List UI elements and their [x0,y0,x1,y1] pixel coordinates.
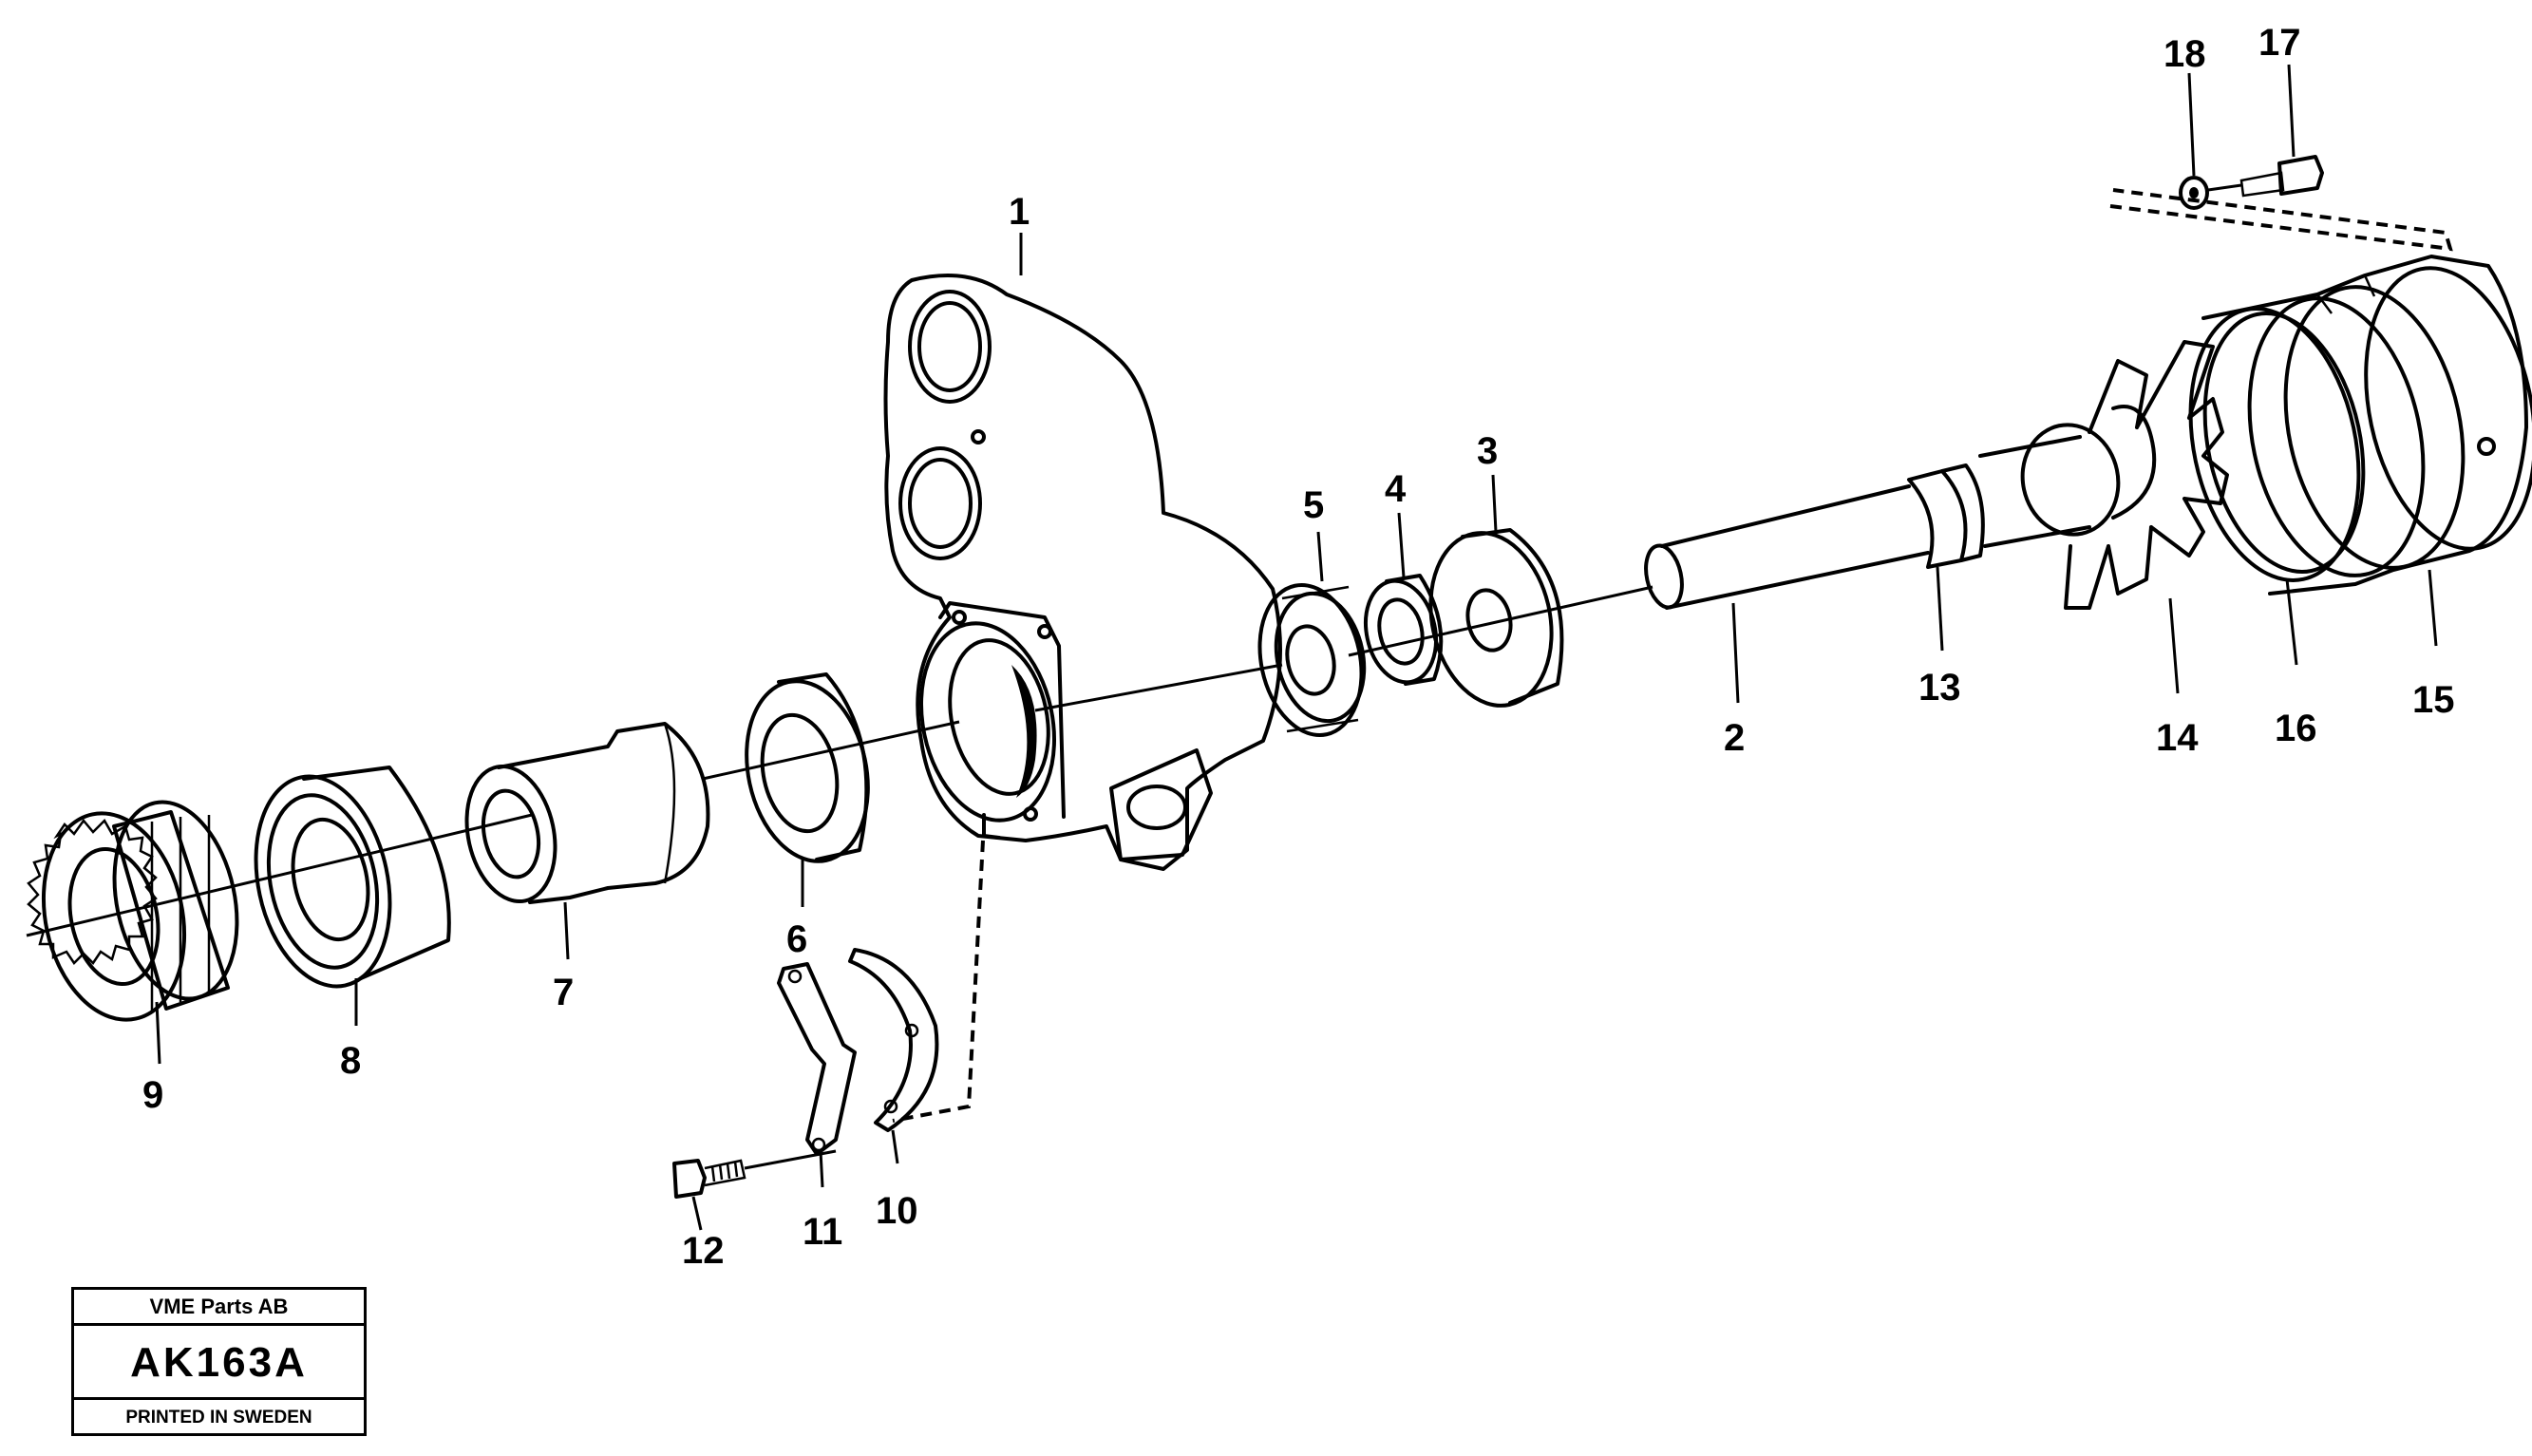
part-2-shaft [1644,484,1930,610]
part-14-impeller [1978,340,2229,610]
part-13-shaft-collar [1907,463,1985,569]
leader-9 [155,1001,161,1065]
part-1-housing [883,274,1282,871]
title-block-drawing-code: AK163A [74,1326,364,1400]
leader-18 [2187,72,2196,177]
title-block-company: VME Parts AB [74,1290,364,1326]
leader-12 [691,1196,703,1231]
leader-4 [1397,512,1406,578]
callout-2: 2 [1724,717,1745,759]
leader-17 [2287,64,2296,158]
dashed-locating-line [892,840,985,1123]
callout-6: 6 [786,918,807,960]
callout-5: 5 [1303,484,1324,526]
part-8-roller-bearing [254,766,451,989]
callout-14: 14 [2156,717,2199,759]
part-5-ball-bearing [1257,583,1367,737]
leader-15 [2428,569,2438,647]
part-10-lock-plate [848,948,939,1132]
part-11-locking-tab [777,962,857,1156]
part-18-washer [2179,176,2209,210]
leader-11 [819,1150,824,1188]
dashed-mounting-line [2109,188,2453,252]
leader-14 [2168,597,2180,694]
leader-5 [1316,531,1324,582]
callout-12: 12 [682,1230,725,1272]
part-15-pump-cover [2201,255,2532,596]
title-block: VME Parts AB AK163A PRINTED IN SWEDEN [71,1287,367,1436]
callout-7: 7 [553,972,574,1013]
leader-2 [1731,602,1740,704]
part-4-bearing-ring [1364,574,1444,686]
callout-18: 18 [2164,33,2206,75]
leader-10 [891,1129,899,1164]
callout-10: 10 [876,1190,918,1232]
callout-3: 3 [1477,430,1498,472]
leader-16 [2285,578,2298,666]
title-block-printed-note: PRINTED IN SWEDEN [125,1408,312,1428]
callout-8: 8 [340,1040,361,1082]
part-6-seal-ring [745,672,870,863]
part-3-seal-housing [1428,528,1564,708]
part-9-gear [27,800,239,1022]
callout-15: 15 [2412,679,2455,721]
callout-9: 9 [142,1074,163,1116]
part-7-sleeve [464,722,710,904]
leader-7 [563,901,570,960]
callout-4: 4 [1385,468,1407,510]
callout-11: 11 [803,1211,842,1253]
callout-1: 1 [1009,191,1030,233]
leader-13 [1936,566,1944,652]
part-12-bolt [672,1149,837,1199]
part-16-o-ring [2188,307,2366,582]
part-17-screw [2207,155,2324,198]
callout-17: 17 [2258,22,2301,64]
leader-3 [1491,474,1498,533]
callout-13: 13 [1918,667,1961,709]
callout-16: 16 [2275,708,2317,749]
